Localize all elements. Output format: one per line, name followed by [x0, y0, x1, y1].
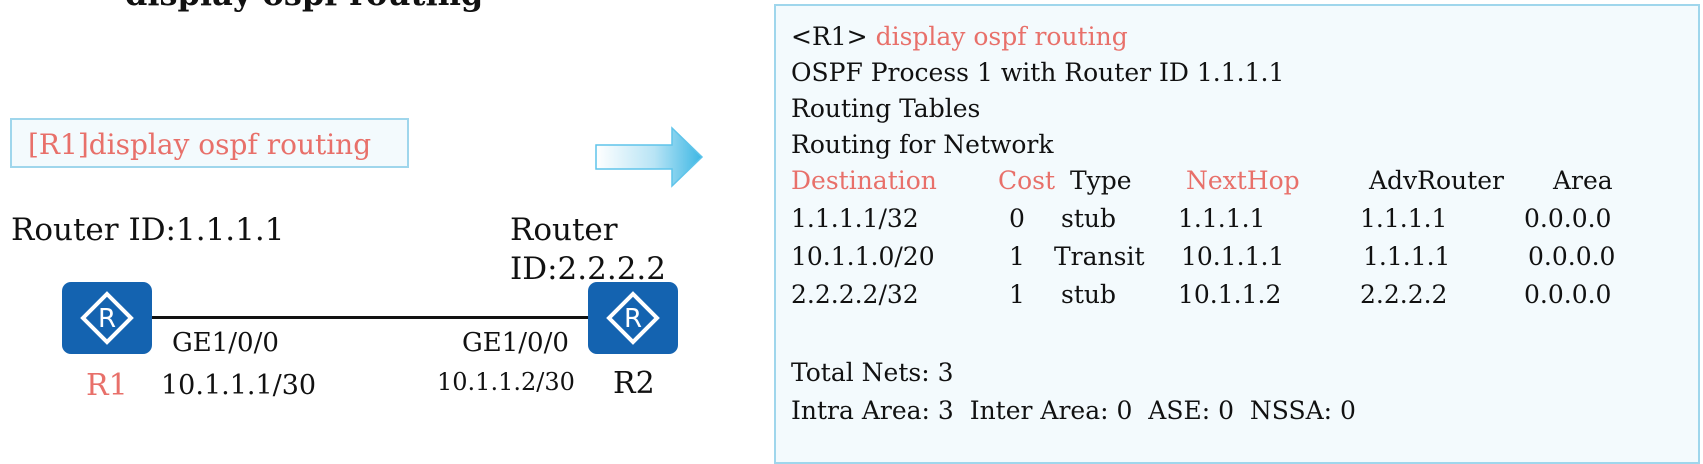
table-row-type: stub	[1061, 280, 1116, 309]
table-row-advrouter: 1.1.1.1	[1363, 242, 1451, 271]
table-row-type: stub	[1061, 204, 1116, 233]
r1-router-id: Router ID:1.1.1.1	[11, 212, 285, 248]
table-row-area: 0.0.0.0	[1524, 204, 1612, 233]
process-line: OSPF Process 1 with Router ID 1.1.1.1	[791, 58, 1285, 87]
router-icon: R	[62, 282, 152, 354]
svg-text:R: R	[98, 304, 116, 334]
header-nexthop: NextHop	[1186, 166, 1300, 195]
header-cost: Cost	[998, 166, 1056, 195]
r2-ip: 10.1.1.2/30	[437, 368, 575, 396]
r2-router-id-line1: Router	[510, 212, 618, 248]
table-row-type: Transit	[1054, 242, 1145, 271]
r1-name: R1	[86, 368, 128, 403]
table-row-cost: 1	[1009, 242, 1025, 271]
link-line	[150, 316, 590, 319]
table-row-destination: 10.1.1.0/20	[791, 242, 935, 271]
tables-line: Routing Tables	[791, 94, 981, 123]
network-line: Routing for Network	[791, 130, 1054, 159]
r2-router-id-line2: ID:2.2.2.2	[510, 251, 666, 287]
output-panel: <R1> display ospf routing OSPF Process 1…	[774, 4, 1700, 464]
total-nets: Total Nets: 3	[791, 358, 954, 387]
r2-port-label: GE1/0/0	[462, 328, 569, 358]
prompt-command: display ospf routing	[867, 22, 1128, 51]
table-row-nexthop: 10.1.1.2	[1178, 280, 1282, 309]
table-row-destination: 1.1.1.1/32	[791, 204, 919, 233]
r1-port-label: GE1/0/0	[172, 328, 279, 358]
table-row-advrouter: 2.2.2.2	[1360, 280, 1448, 309]
area-summary: Intra Area: 3 Inter Area: 0 ASE: 0 NSSA:…	[791, 396, 1356, 425]
router-icon: R	[588, 282, 678, 354]
header-destination: Destination	[791, 166, 937, 195]
header-area: Area	[1553, 166, 1613, 195]
header-advrouter: AdvRouter	[1369, 166, 1504, 195]
svg-text:R: R	[624, 304, 642, 334]
table-row-cost: 1	[1009, 280, 1025, 309]
r2-name: R2	[613, 366, 655, 401]
prompt-line: <R1> display ospf routing	[791, 22, 1128, 51]
table-row-advrouter: 1.1.1.1	[1360, 204, 1448, 233]
table-row-nexthop: 1.1.1.1	[1178, 204, 1266, 233]
table-row-cost: 0	[1009, 204, 1025, 233]
header-type: Type	[1070, 166, 1132, 195]
command-box: [R1]display ospf routing	[10, 118, 409, 168]
right-arrow-icon	[594, 124, 704, 190]
r1-ip: 10.1.1.1/30	[161, 370, 317, 401]
command-text: [R1]display ospf routing	[28, 128, 372, 161]
table-row-destination: 2.2.2.2/32	[791, 280, 919, 309]
table-row-area: 0.0.0.0	[1528, 242, 1616, 271]
table-row-nexthop: 10.1.1.1	[1181, 242, 1285, 271]
page-title: display ospf routing	[125, 0, 483, 13]
table-row-area: 0.0.0.0	[1524, 280, 1612, 309]
prompt: <R1>	[791, 22, 868, 51]
